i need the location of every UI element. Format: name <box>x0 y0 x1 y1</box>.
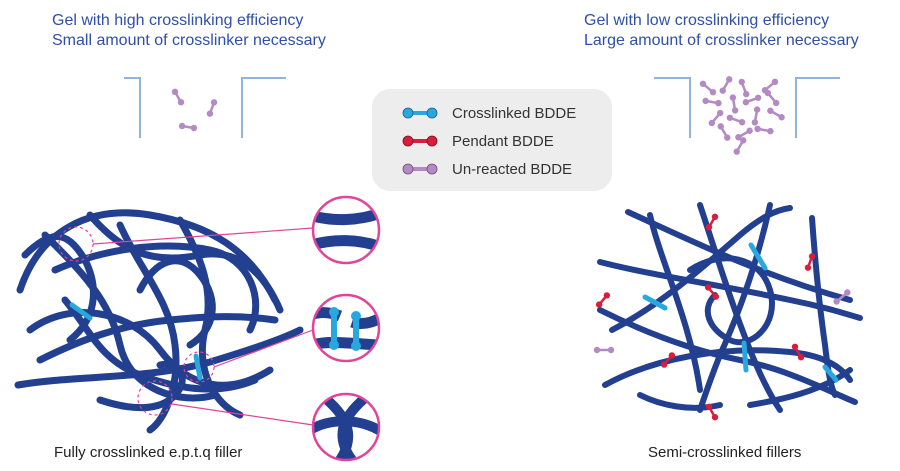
unreacted-bdde <box>742 94 762 106</box>
pendant-bdde <box>660 352 676 368</box>
unreacted-bdde <box>593 346 615 354</box>
left-heading: Gel with high crosslinking efficiency Sm… <box>52 11 326 51</box>
crosslinked-bdde-left <box>69 302 203 381</box>
pendant-bdde <box>705 213 719 231</box>
unreacted-bdde <box>764 89 780 107</box>
unreacted-bdde <box>761 78 779 94</box>
unreacted-bdde <box>726 114 746 126</box>
right-heading: Gel with low crosslinking efficiency Lar… <box>584 11 859 51</box>
crosslinked-bdde-right <box>642 242 839 383</box>
legend-item-unreacted: Un-reacted BDDE <box>402 158 572 180</box>
legend-item-pendant: Pendant BDDE <box>402 130 554 152</box>
unreacted-bdde <box>206 99 218 117</box>
unreacted-bdde <box>699 80 717 96</box>
unreacted-bdde <box>735 127 753 141</box>
legend: Crosslinked BDDE Pendant BDDE Un-reacted… <box>372 89 612 191</box>
legend-item-crosslinked: Crosslinked BDDE <box>402 102 576 124</box>
unreacted-bdde <box>717 123 731 141</box>
unreacted-bdde <box>738 78 750 98</box>
left-heading-line2: Small amount of crosslinker necessary <box>52 32 326 49</box>
crosslinked-network-left <box>14 209 304 434</box>
crosslinked-bdde-icon <box>402 107 438 119</box>
unreacted-bdde <box>733 137 747 155</box>
unreacted-bdde <box>708 109 724 127</box>
right-heading-line1: Gel with low crosslinking efficiency <box>584 12 830 29</box>
zoom-knot <box>311 392 381 462</box>
pendant-bdde <box>791 343 805 361</box>
legend-label-unreacted: Un-reacted BDDE <box>452 160 573 178</box>
unreacted-bdde-group-right <box>699 76 785 155</box>
pendant-bdde-right <box>595 213 816 421</box>
pendant-bdde <box>804 253 816 271</box>
unreacted-bdde <box>178 122 198 132</box>
unreacted-bdde <box>767 107 785 121</box>
left-caption: Fully crosslinked e.p.t.q filler <box>54 444 243 461</box>
callout-lines-left <box>92 227 314 426</box>
left-heading-line1: Gel with high crosslinking efficiency <box>52 12 304 29</box>
legend-label-crosslinked: Crosslinked BDDE <box>452 104 577 122</box>
right-heading-line2: Large amount of crosslinker necessary <box>584 32 859 49</box>
unreacted-bdde-group-left <box>171 88 218 132</box>
unreacted-bdde <box>754 125 774 135</box>
left-container <box>124 77 286 138</box>
zoom-entanglement <box>311 195 381 265</box>
right-caption: Semi-crosslinked fillers <box>648 444 802 461</box>
unreacted-bdde <box>751 106 761 126</box>
right-container <box>654 77 840 138</box>
unreacted-bdde <box>729 94 739 114</box>
unreacted-bdde-in-network <box>593 289 851 354</box>
unreacted-bdde <box>702 97 722 107</box>
semi-crosslinked-network-right <box>597 202 863 413</box>
unreacted-bdde <box>833 289 851 305</box>
legend-label-pendant: Pendant BDDE <box>452 132 554 150</box>
pendant-bdde <box>595 292 611 308</box>
unreacted-bdde-icon <box>402 163 438 175</box>
pendant-bdde <box>705 403 719 421</box>
zoom-crosslink <box>311 293 381 363</box>
unreacted-bdde <box>171 88 185 106</box>
pendant-bdde <box>704 284 720 300</box>
unreacted-bdde <box>719 76 733 94</box>
pendant-bdde-icon <box>402 135 438 147</box>
